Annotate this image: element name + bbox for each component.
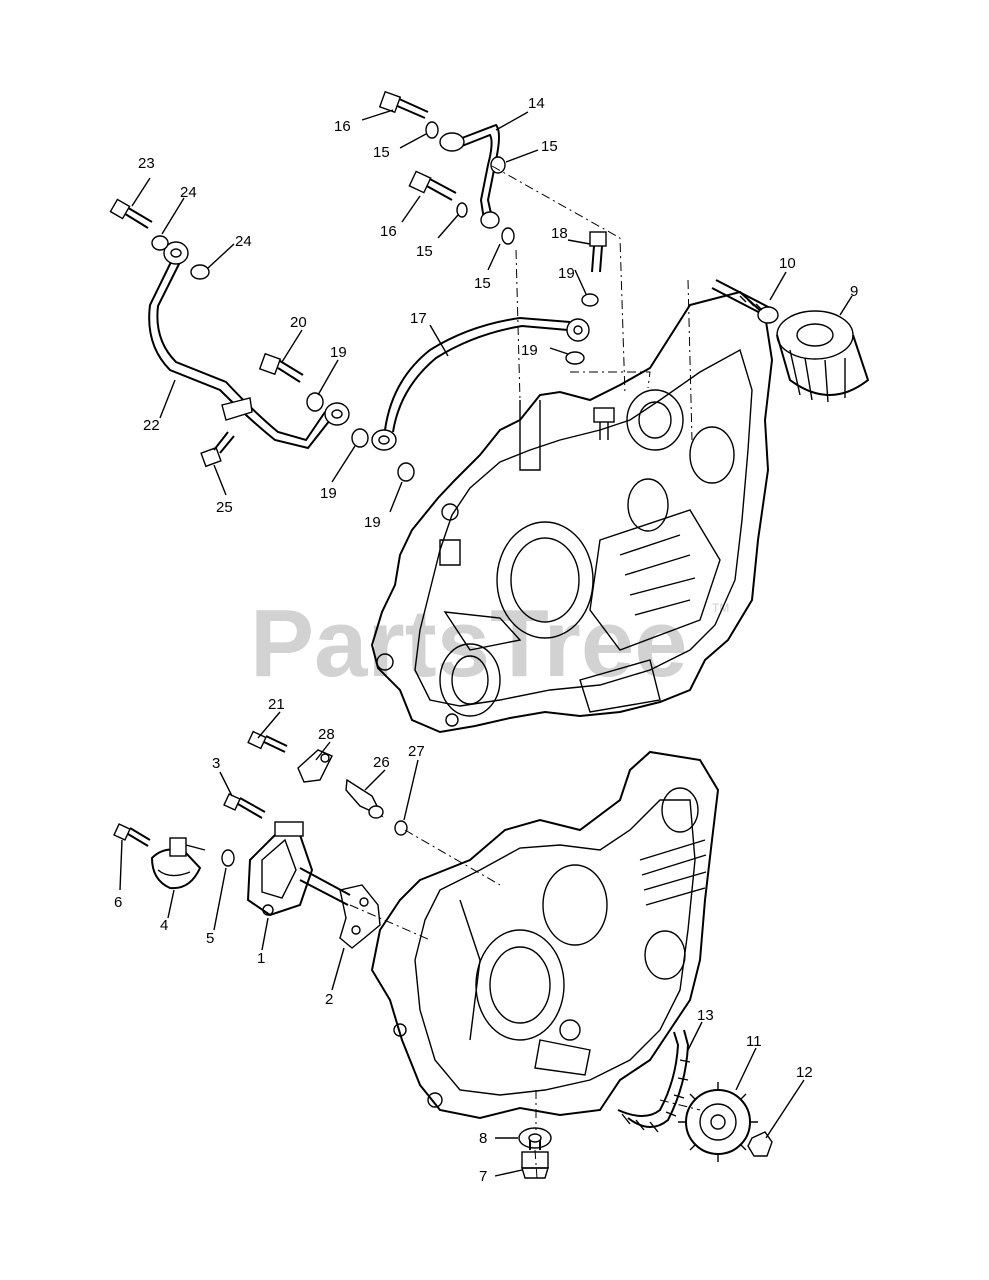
bolt-25 bbox=[200, 431, 235, 468]
callout-20: 20 bbox=[290, 314, 307, 331]
gasket-2 bbox=[339, 884, 381, 949]
callout-15: 15 bbox=[416, 243, 433, 260]
lower-crankcase bbox=[370, 750, 720, 1120]
callout-11: 11 bbox=[746, 1033, 762, 1050]
callout-19: 19 bbox=[521, 342, 538, 359]
callout-18: 18 bbox=[551, 225, 568, 242]
bolt-3 bbox=[223, 793, 266, 819]
watermark-trademark: TM bbox=[712, 601, 729, 615]
o-ring-27 bbox=[394, 820, 408, 836]
callout-14: 14 bbox=[528, 95, 545, 112]
oil-pipe-17 bbox=[371, 316, 590, 451]
oil-filter bbox=[776, 310, 870, 403]
bolt-18 bbox=[589, 231, 607, 273]
callout-1: 1 bbox=[257, 950, 265, 967]
callout-12: 12 bbox=[796, 1064, 813, 1081]
assembly-lines bbox=[349, 165, 701, 1179]
callout-22: 22 bbox=[143, 417, 160, 434]
callout-7: 7 bbox=[479, 1168, 487, 1185]
fitting-28 bbox=[297, 749, 333, 783]
bolt-23 bbox=[109, 198, 153, 229]
oil-pipe-14 bbox=[439, 123, 500, 229]
callout-labels: 16 15 14 15 23 24 24 16 15 15 18 19 10 9… bbox=[114, 95, 858, 1185]
leader-lines bbox=[119, 109, 853, 1177]
callout-16: 16 bbox=[380, 223, 397, 240]
oil-filter-fitting bbox=[711, 279, 779, 324]
callout-19: 19 bbox=[364, 514, 381, 531]
collar-26 bbox=[345, 778, 384, 819]
sprocket-11 bbox=[678, 1082, 758, 1162]
oil-pipe-22 bbox=[148, 241, 350, 450]
callout-3: 3 bbox=[212, 755, 220, 772]
union-bolt-16a bbox=[378, 90, 429, 119]
washer-8 bbox=[518, 1127, 552, 1149]
callout-24: 24 bbox=[235, 233, 252, 250]
bolt-6 bbox=[113, 823, 151, 847]
callout-4: 4 bbox=[160, 917, 168, 934]
callout-17: 17 bbox=[410, 310, 427, 327]
callout-15: 15 bbox=[541, 138, 558, 155]
callout-16: 16 bbox=[334, 118, 351, 135]
callout-26: 26 bbox=[373, 754, 390, 771]
callout-10: 10 bbox=[779, 255, 796, 272]
callout-19: 19 bbox=[320, 485, 337, 502]
callout-15: 15 bbox=[474, 275, 491, 292]
strainer-4 bbox=[150, 837, 206, 890]
bolt-20 bbox=[258, 352, 304, 383]
callout-5: 5 bbox=[206, 930, 214, 947]
callout-24: 24 bbox=[180, 184, 197, 201]
o-ring-5 bbox=[221, 849, 235, 867]
callout-6: 6 bbox=[114, 894, 122, 911]
union-bolt-16b bbox=[408, 170, 457, 201]
callout-13: 13 bbox=[697, 1007, 714, 1024]
callout-19: 19 bbox=[330, 344, 347, 361]
callout-23: 23 bbox=[138, 155, 155, 172]
callout-27: 27 bbox=[408, 743, 425, 760]
callout-19: 19 bbox=[558, 265, 575, 282]
callout-8: 8 bbox=[479, 1130, 487, 1147]
bolt-21 bbox=[247, 730, 288, 753]
drain-bolt-7 bbox=[521, 1140, 549, 1179]
upper-crankcase bbox=[370, 290, 774, 734]
callout-25: 25 bbox=[216, 499, 233, 516]
callout-28: 28 bbox=[318, 726, 335, 743]
oil-pump-1 bbox=[246, 821, 351, 917]
chain-13 bbox=[617, 1029, 691, 1133]
callout-2: 2 bbox=[325, 991, 333, 1008]
washers bbox=[151, 121, 599, 482]
callout-21: 21 bbox=[268, 696, 285, 713]
callout-15: 15 bbox=[373, 144, 390, 161]
callout-9: 9 bbox=[850, 283, 858, 300]
